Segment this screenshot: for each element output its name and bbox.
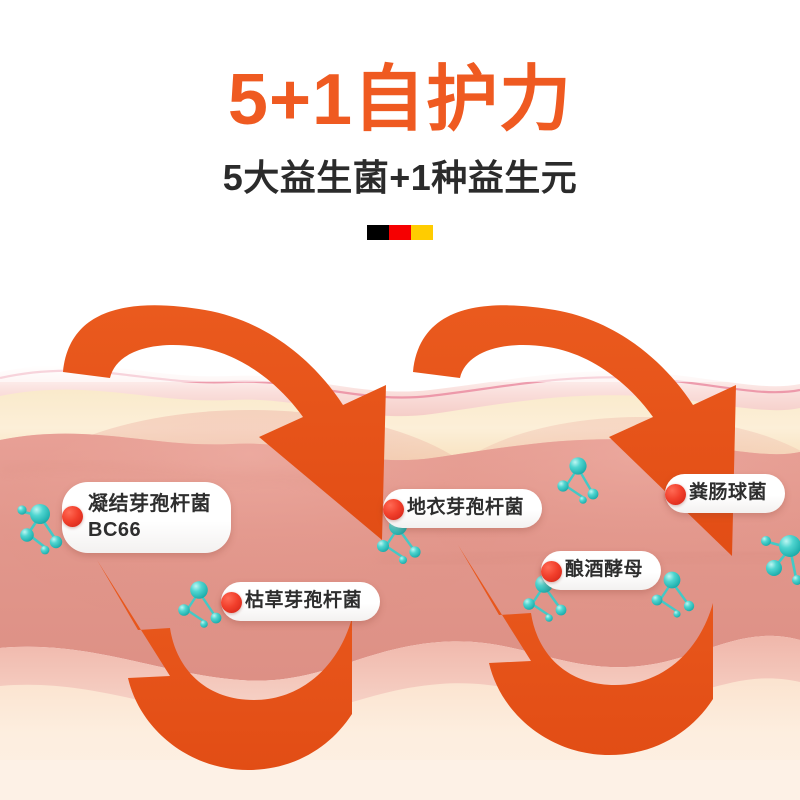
label-saccharomyces-cerevisiae[interactable]: 酿酒酵母: [541, 551, 662, 591]
flag-stripe-black: [367, 224, 389, 240]
arrow-group: [63, 305, 736, 770]
bacteria-cluster-1: [17, 504, 63, 555]
page-title: 5+1自护力: [227, 60, 573, 140]
label-text: 枯草芽孢杆菌: [221, 582, 381, 622]
german-flag-icon: [367, 224, 433, 240]
label-enterococcus-faecalis[interactable]: 粪肠球菌: [665, 474, 786, 514]
bullet-dot-icon: [383, 499, 404, 520]
arrow-up-left: [97, 560, 352, 770]
bacteria-cluster-7: [761, 535, 800, 585]
bacteria-cluster-5: [523, 575, 567, 622]
arrow-down-right: [413, 305, 736, 556]
bacteria-cluster-4: [178, 581, 222, 628]
label-text: 酿酒酵母: [541, 551, 662, 591]
label-bacillus-licheniformis[interactable]: 地衣芽孢杆菌: [383, 489, 543, 529]
bullet-dot-icon: [221, 592, 242, 613]
arrow-down-left: [63, 305, 386, 540]
bullet-dot-icon: [541, 561, 562, 582]
bullet-dot-icon: [665, 484, 686, 505]
header: 5+1自护力 5大益生菌+1种益生元: [0, 0, 800, 240]
label-bacillus-subtilis[interactable]: 枯草芽孢杆菌: [221, 582, 381, 622]
flag-stripe-gold: [410, 224, 433, 240]
label-text: 凝结芽孢杆菌 BC66: [62, 482, 231, 553]
page-subtitle: 5大益生菌+1种益生元: [222, 156, 578, 198]
bacteria-cluster-6: [651, 571, 695, 618]
flag-stripe-red: [388, 224, 411, 240]
bacteria-cluster-3: [557, 457, 599, 504]
label-text: 地衣芽孢杆菌: [383, 489, 543, 529]
arrow-up-right: [458, 545, 713, 755]
bullet-dot-icon: [62, 506, 83, 527]
label-bacillus-coagulans[interactable]: 凝结芽孢杆菌 BC66: [62, 482, 231, 553]
